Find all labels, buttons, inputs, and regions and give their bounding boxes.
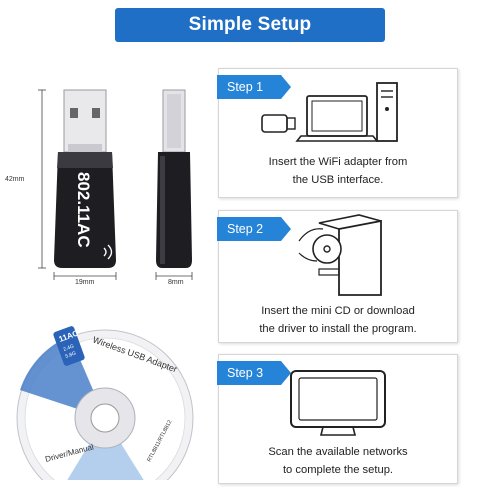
step-3-card: Step 3 Scan the available networks to co…: [217, 354, 458, 484]
step-2-description: Insert the mini CD or download the drive…: [219, 302, 457, 338]
cd-badge-sub1: 2.4G: [63, 343, 75, 352]
wifi-symbol-icon: [103, 244, 113, 260]
step-1-description: Insert the WiFi adapter from the USB int…: [219, 153, 457, 189]
depth-dimension-line: [155, 272, 193, 280]
step-2-card: Step 2 Insert the mini CD or download th…: [217, 210, 458, 343]
simple-setup-banner: Simple Setup: [115, 8, 385, 42]
step-3-tag: Step 3: [217, 361, 291, 385]
banner-title: Simple Setup: [188, 14, 312, 35]
step-2-line-1: Insert the mini CD or download: [261, 305, 415, 317]
height-label: 42mm: [5, 176, 25, 183]
monitor-icon: [290, 370, 386, 436]
product-illustration: 802.11AC Wireless USB Adapter 11AC 2.4: [16, 89, 194, 480]
cd-badge-sub2: 5.8G: [65, 350, 77, 359]
height-dimension-line: [38, 89, 46, 269]
step-2-tag-label: Step 2: [227, 222, 264, 236]
adapter-side-view: [156, 89, 192, 268]
adapter-front-view: [54, 89, 116, 268]
adapter-device-text: 802.11AC: [74, 172, 93, 248]
step-1-card: Step 1 Insert the WiFi adapter from the …: [217, 68, 458, 198]
step-2-line-2: the driver to install the program.: [259, 323, 417, 335]
step-3-tag-label: Step 3: [227, 366, 264, 380]
width-dimension-line: [53, 272, 117, 280]
step-3-line-1: Scan the available networks: [268, 446, 408, 458]
step-1-tag: Step 1: [217, 75, 291, 99]
depth-label: 8mm: [168, 279, 184, 286]
step-3-line-2: to complete the setup.: [282, 464, 394, 476]
step-3-description: Scan the available networks to complete …: [219, 443, 457, 479]
width-label: 19mm: [75, 279, 95, 286]
driver-cd-disc: [16, 326, 194, 480]
step-1-line-2: the USB interface.: [292, 174, 384, 186]
step-2-tag: Step 2: [217, 217, 291, 241]
step-1-line-1: Insert the WiFi adapter from: [268, 156, 408, 168]
usb-adapter-computer-icon: [261, 82, 398, 142]
cd-drive-icon: [298, 214, 382, 296]
step-1-tag-label: Step 1: [227, 80, 264, 94]
